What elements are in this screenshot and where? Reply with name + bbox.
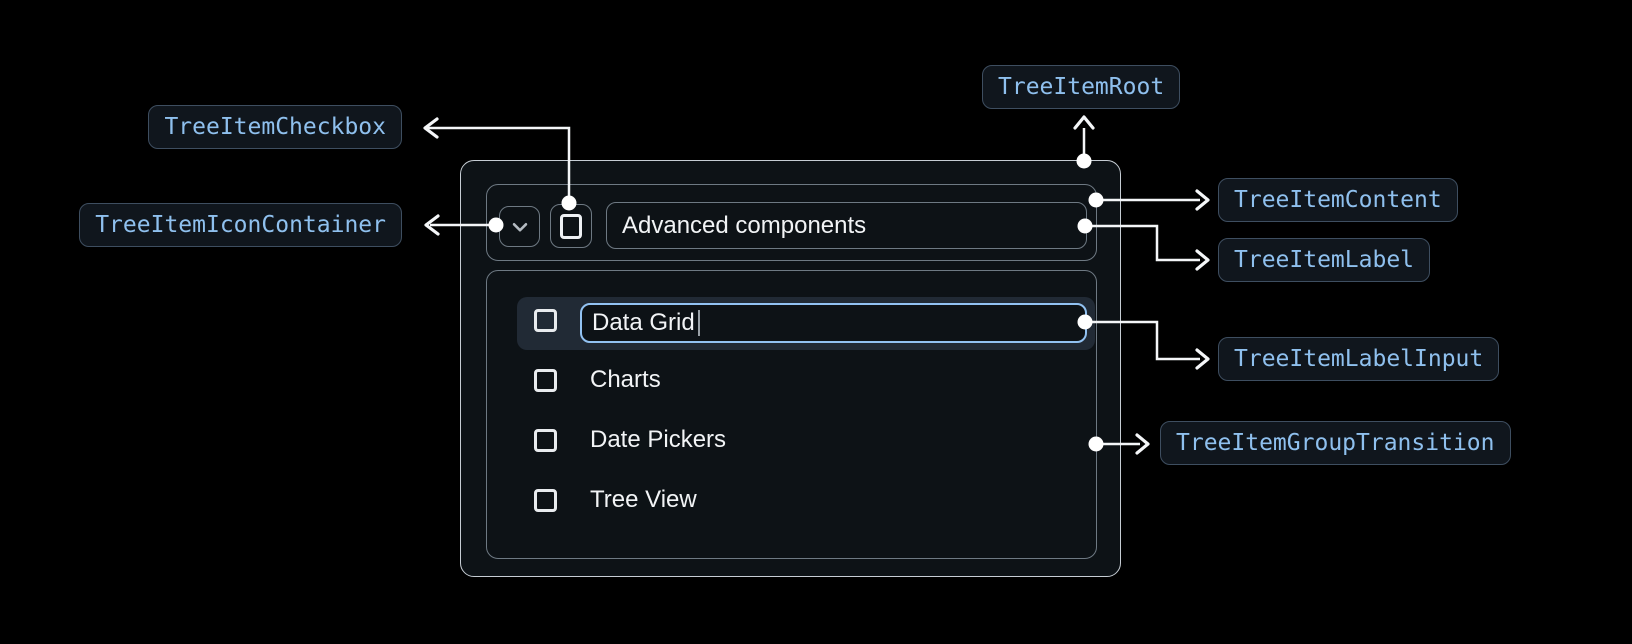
tree-item-row[interactable]: Tree View: [534, 484, 697, 516]
tree-item-row[interactable]: Date Pickers: [534, 424, 726, 456]
annotation-tree-item-root: TreeItemRoot: [982, 65, 1181, 109]
tree-item-root: Advanced components Data Grid Charts Dat…: [460, 160, 1121, 577]
annotation-tree-item-content: TreeItemContent: [1218, 178, 1458, 222]
tree-item-checkbox[interactable]: [550, 204, 592, 248]
tree-item-label-text: Advanced components: [622, 211, 867, 239]
chevron-down-icon: [512, 222, 527, 232]
checkbox-unchecked-icon[interactable]: [534, 368, 557, 392]
tree-item-content[interactable]: Advanced components: [486, 184, 1097, 261]
checkbox-unchecked-icon[interactable]: [534, 428, 557, 452]
checkbox-unchecked-icon[interactable]: [534, 488, 557, 512]
text-caret: [697, 310, 700, 336]
tree-item-icon-container[interactable]: [499, 206, 540, 247]
tree-item-label-text: Date Pickers: [590, 426, 727, 453]
tree-item-row[interactable]: Charts: [534, 364, 661, 396]
annotation-tree-item-group-transition: TreeItemGroupTransition: [1160, 421, 1511, 465]
tree-item-label-input[interactable]: Data Grid: [580, 303, 1087, 343]
annotation-tree-item-label: TreeItemLabel: [1218, 238, 1431, 282]
annotation-tree-item-checkbox: TreeItemCheckbox: [148, 105, 402, 149]
checkbox-unchecked-icon: [560, 213, 582, 239]
annotation-tree-item-label-input: TreeItemLabelInput: [1218, 337, 1500, 381]
tree-item-label[interactable]: Advanced components: [606, 202, 1087, 249]
tree-item-row-editing[interactable]: Data Grid: [517, 297, 1095, 350]
annotation-tree-item-icon-container: TreeItemIconContainer: [79, 203, 402, 247]
tree-item-label-text: Charts: [590, 366, 661, 393]
tree-item-label-text: Tree View: [590, 486, 697, 513]
label-input-value: Data Grid: [592, 309, 695, 336]
tree-item-group-transition: Data Grid Charts Date Pickers Tree View: [486, 270, 1097, 559]
checkbox-unchecked-icon[interactable]: [534, 309, 557, 332]
